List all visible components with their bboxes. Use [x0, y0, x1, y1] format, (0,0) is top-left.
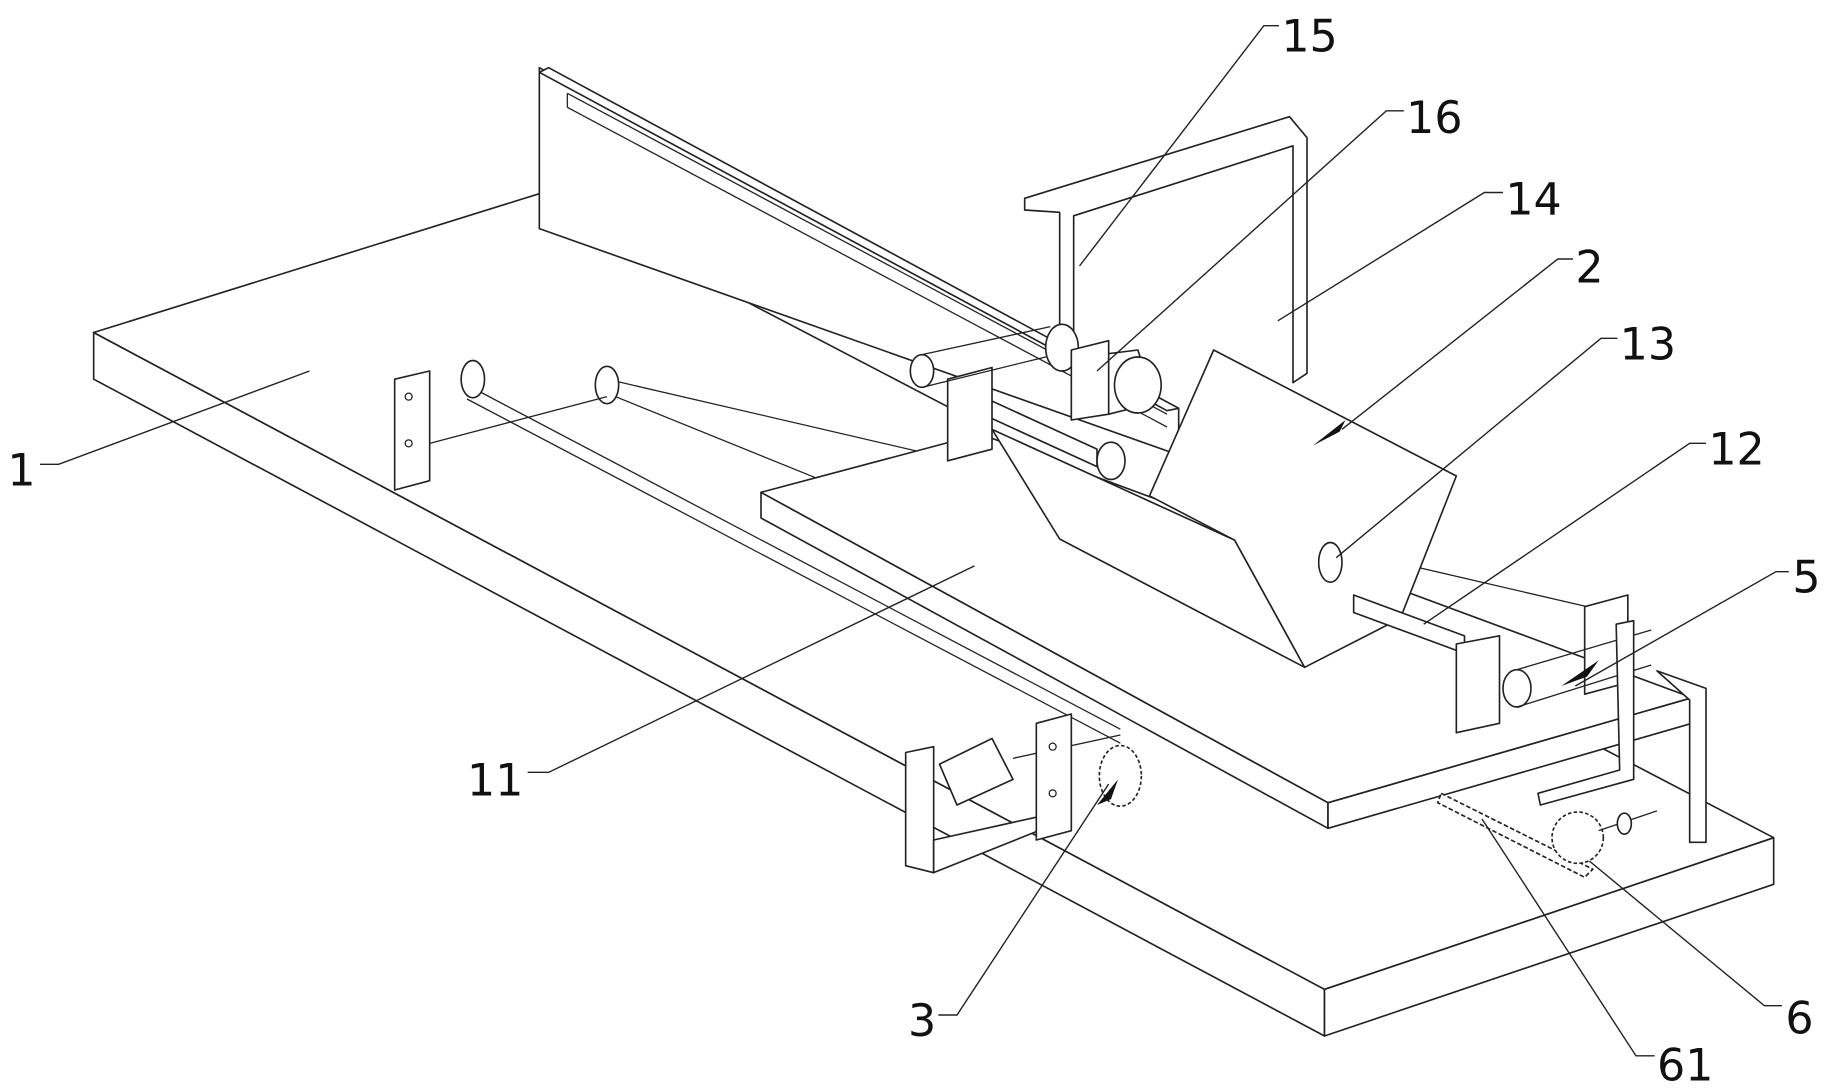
label-13: 13 — [1620, 319, 1676, 370]
label-5: 5 — [1792, 553, 1820, 604]
label-11: 11 — [467, 756, 523, 807]
label-3: 3 — [908, 996, 936, 1047]
label-12: 12 — [1708, 424, 1764, 475]
label-14: 14 — [1505, 175, 1561, 226]
label-2: 2 — [1575, 242, 1603, 293]
label-16: 16 — [1406, 93, 1462, 144]
label-61: 61 — [1657, 1040, 1713, 1091]
label-15: 15 — [1281, 11, 1337, 62]
label-1: 1 — [7, 445, 35, 496]
label-6: 6 — [1785, 994, 1813, 1045]
